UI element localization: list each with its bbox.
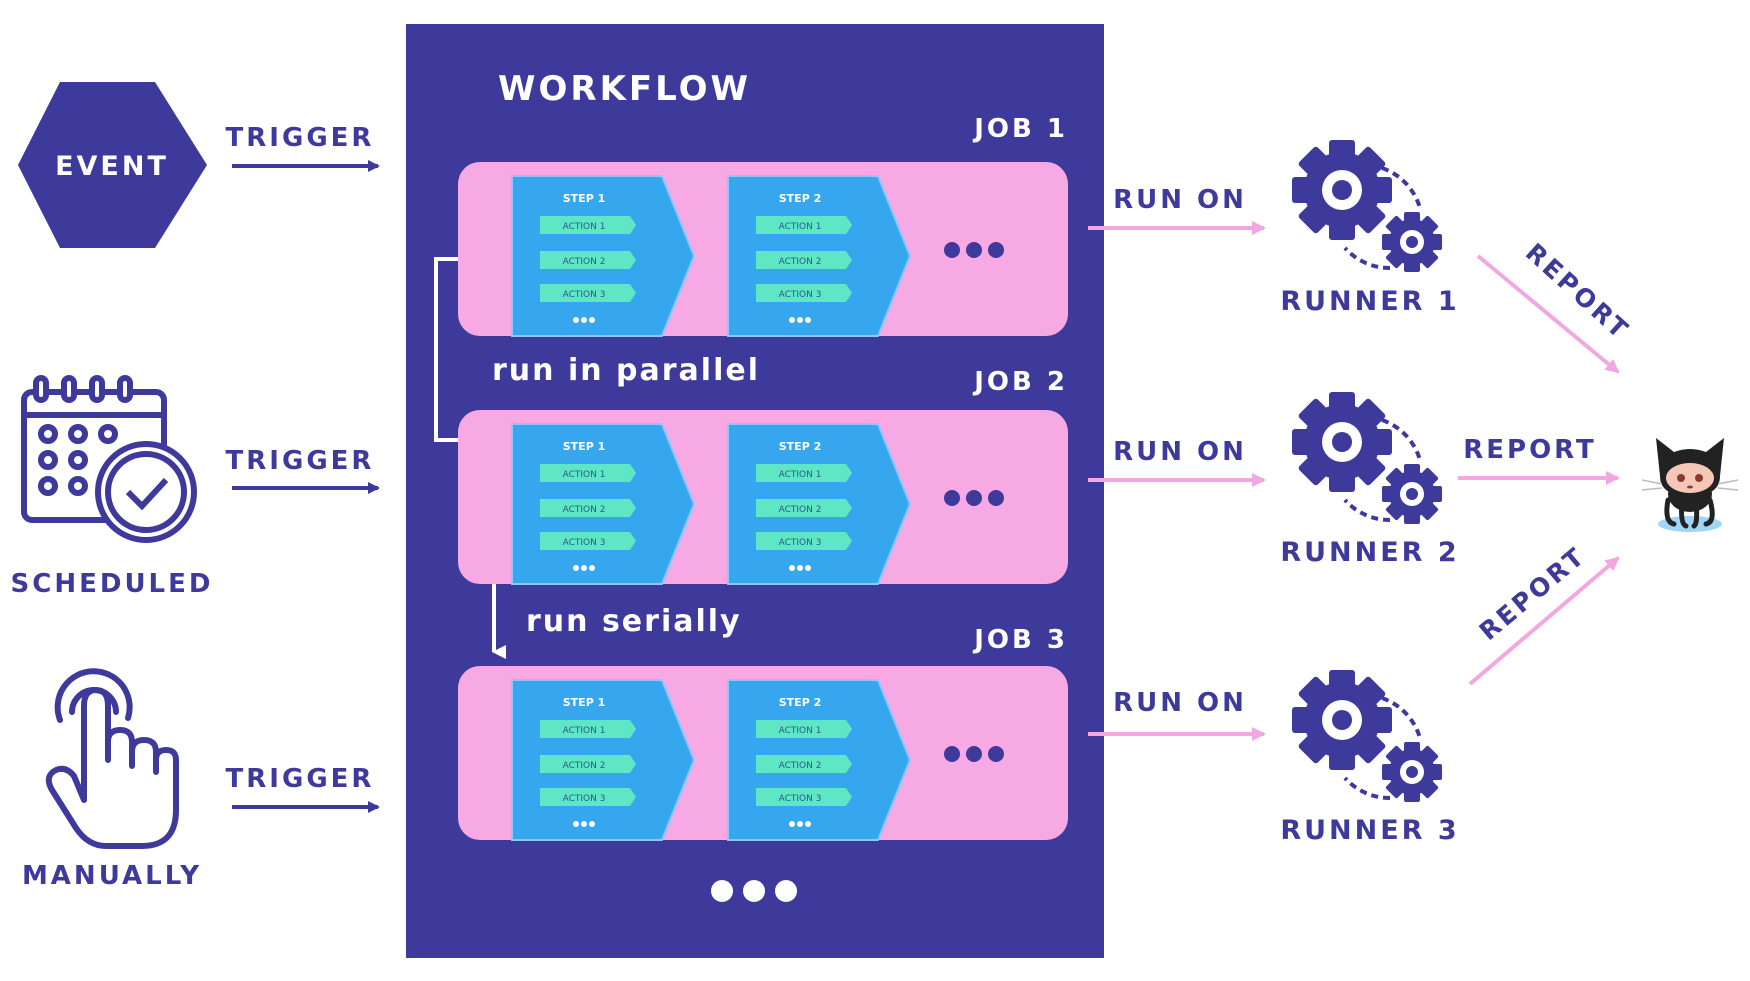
job-3-step-2: STEP 2 ACTION 1 ACTION 2 ACTION 3 xyxy=(727,679,911,841)
step-label: STEP 2 xyxy=(779,440,822,453)
action-label: ACTION 3 xyxy=(779,290,822,300)
parallel-label: run in parallel xyxy=(492,353,760,388)
parallel-bracket xyxy=(434,257,458,442)
action-label: ACTION 1 xyxy=(563,726,606,736)
job-2-step-1: STEP 1 ACTION 1 ACTION 2 ACTION 3 xyxy=(511,423,695,585)
gears-icon xyxy=(1290,138,1444,274)
action-label: ACTION 1 xyxy=(563,470,606,480)
action-label: ACTION 1 xyxy=(779,470,822,480)
trigger-label: TRIGGER xyxy=(226,446,375,476)
more-steps-dots xyxy=(944,242,1004,258)
job-2: STEP 1 ACTION 1 ACTION 2 ACTION 3 STEP 2… xyxy=(458,410,1068,585)
report-arrow-2: REPORT xyxy=(1458,435,1620,485)
job-1-label: JOB 1 xyxy=(972,114,1068,144)
job-1-step-2: STEP 2 ACTION 1 ACTION 2 ACTION 3 xyxy=(727,175,911,337)
action-label: ACTION 2 xyxy=(563,761,606,771)
run-on-arrow-3: RUN ON xyxy=(1088,688,1266,741)
serial-label: run serially xyxy=(526,604,742,639)
event-trigger: EVENT xyxy=(18,82,207,248)
more-steps-dots xyxy=(944,746,1004,762)
run-on-arrow-1: RUN ON xyxy=(1088,185,1266,235)
action-label: ACTION 2 xyxy=(563,505,606,515)
step-label: STEP 2 xyxy=(779,696,822,709)
run-on-label: RUN ON xyxy=(1113,437,1247,467)
action-label: ACTION 3 xyxy=(563,794,606,804)
action-label: ACTION 2 xyxy=(563,257,606,267)
step-label: STEP 2 xyxy=(779,192,822,205)
runner-1: RUNNER 1 xyxy=(1280,138,1459,317)
workflow-title: WORKFLOW xyxy=(498,69,751,109)
runner-2: RUNNER 2 xyxy=(1280,390,1459,568)
hand-pointer-icon xyxy=(45,668,179,849)
calendar-clock-icon xyxy=(21,375,197,543)
runner-3: RUNNER 3 xyxy=(1280,668,1459,846)
trigger-arrow-1: TRIGGER xyxy=(226,123,380,172)
job-3: STEP 1 ACTION 1 ACTION 2 ACTION 3 STEP 2… xyxy=(458,666,1068,841)
trigger-label: TRIGGER xyxy=(226,123,375,153)
github-octocat-icon xyxy=(1641,438,1739,532)
runner-2-label: RUNNER 2 xyxy=(1280,537,1459,568)
scheduled-label: SCHEDULED xyxy=(11,569,214,599)
trigger-arrow-2: TRIGGER xyxy=(226,446,380,494)
run-on-label: RUN ON xyxy=(1113,688,1247,718)
runner-1-label: RUNNER 1 xyxy=(1280,286,1459,317)
action-label: ACTION 3 xyxy=(563,290,606,300)
runner-3-label: RUNNER 3 xyxy=(1280,815,1459,846)
action-label: ACTION 2 xyxy=(779,257,822,267)
report-arrow-3: REPORT xyxy=(1468,541,1620,686)
trigger-label: TRIGGER xyxy=(226,764,375,794)
event-hexagon xyxy=(18,82,207,248)
event-label: EVENT xyxy=(55,151,169,182)
step-label: STEP 1 xyxy=(563,192,606,205)
report-arrow-1: REPORT xyxy=(1476,238,1635,374)
report-label: REPORT xyxy=(1463,435,1597,465)
action-label: ACTION 2 xyxy=(779,761,822,771)
job-2-label: JOB 2 xyxy=(972,367,1068,397)
action-label: ACTION 3 xyxy=(779,794,822,804)
action-label: ACTION 3 xyxy=(563,538,606,548)
workflow-panel: WORKFLOW JOB 1 JOB 2 JOB 3 STEP 1 ACTION… xyxy=(406,24,1104,958)
run-on-label: RUN ON xyxy=(1113,185,1247,215)
job-1: STEP 1 ACTION 1 ACTION 2 ACTION 3 STEP 2… xyxy=(458,162,1068,337)
job-1-step-1: STEP 1 ACTION 1 ACTION 2 ACTION 3 xyxy=(511,175,695,337)
report-label: REPORT xyxy=(1520,238,1635,346)
action-label: ACTION 1 xyxy=(779,726,822,736)
more-steps-dots xyxy=(944,490,1004,506)
run-on-arrow-2: RUN ON xyxy=(1088,437,1266,487)
gears-icon xyxy=(1290,390,1444,526)
job-3-step-1: STEP 1 ACTION 1 ACTION 2 ACTION 3 xyxy=(511,679,695,841)
action-label: ACTION 2 xyxy=(779,505,822,515)
job-2-step-2: STEP 2 ACTION 1 ACTION 2 ACTION 3 xyxy=(727,423,911,585)
trigger-arrow-3: TRIGGER xyxy=(226,764,380,813)
manually-label: MANUALLY xyxy=(22,861,202,891)
job-3-label: JOB 3 xyxy=(972,625,1068,655)
action-label: ACTION 3 xyxy=(779,538,822,548)
step-label: STEP 1 xyxy=(563,696,606,709)
step-label: STEP 1 xyxy=(563,440,606,453)
action-label: ACTION 1 xyxy=(779,222,822,232)
action-label: ACTION 1 xyxy=(563,222,606,232)
gears-icon xyxy=(1290,668,1444,804)
more-jobs-dots xyxy=(711,880,797,902)
